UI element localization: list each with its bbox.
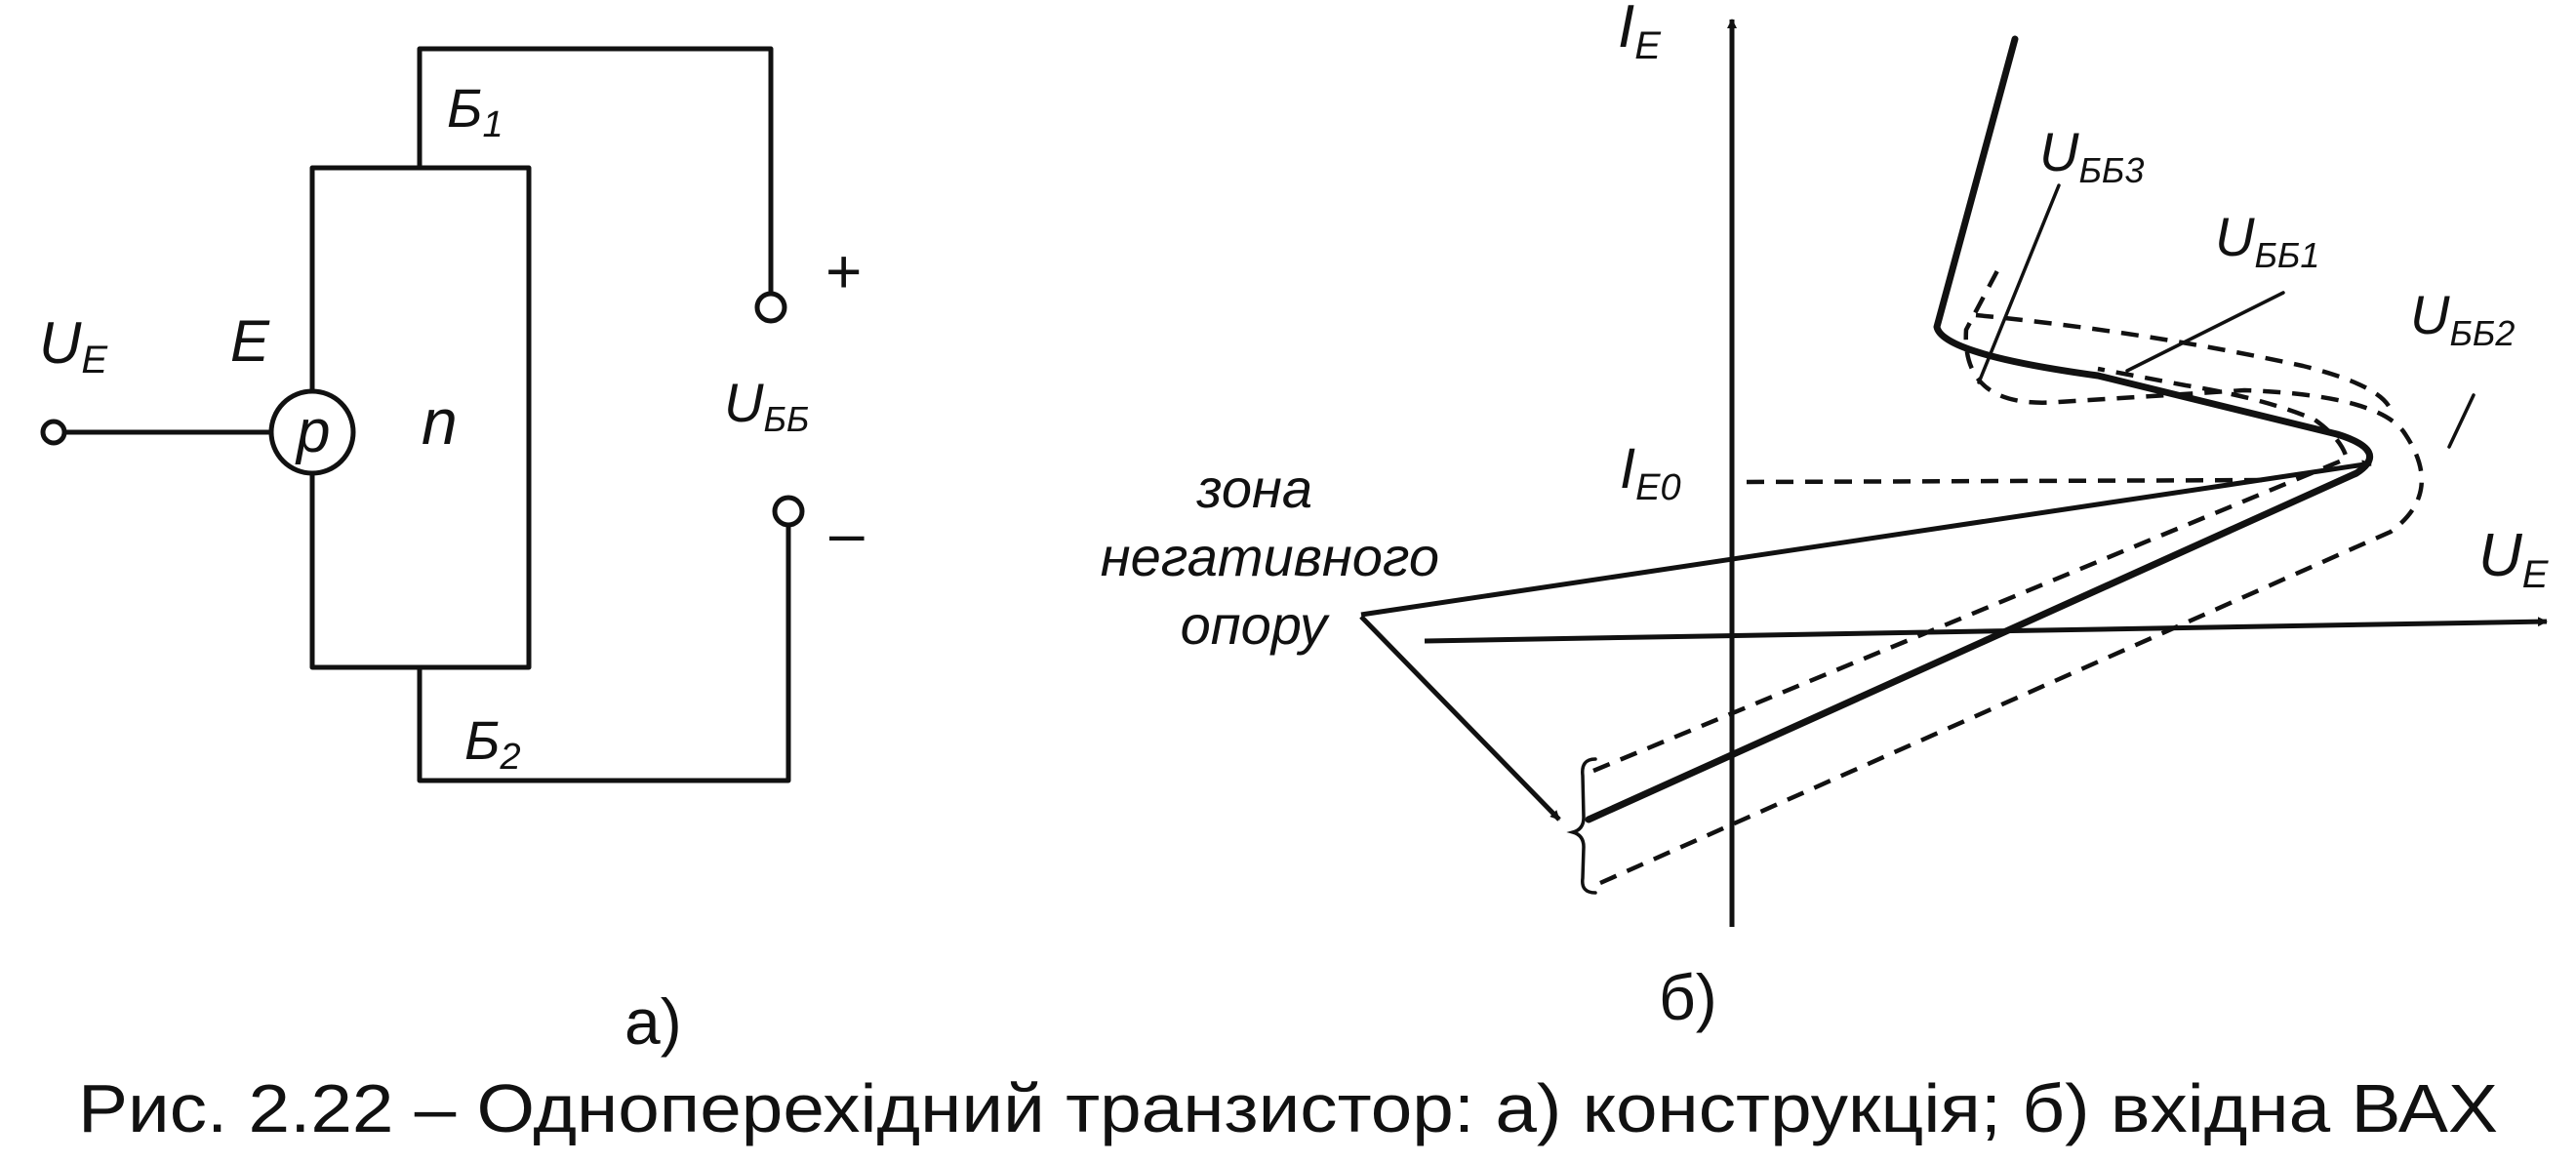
base1-wire <box>417 46 774 296</box>
curve-ubb2 <box>1599 260 2425 886</box>
voltage-brace <box>1566 757 1597 895</box>
plus-terminal <box>754 291 787 324</box>
n-region-label: n <box>422 385 458 458</box>
negative-zone-line-3: опору <box>1181 594 1330 656</box>
curve-label-ubb2: UББ2 <box>2410 284 2515 353</box>
pointer-ubb1 <box>2125 291 2285 373</box>
negative-zone-line-1: зона <box>1195 458 1312 519</box>
minus-sign: – <box>829 498 865 568</box>
curve-ubb3 <box>1592 366 2350 774</box>
base2-wire <box>417 522 791 783</box>
supply-voltage-label: UББ <box>724 372 809 439</box>
panel-b-characteristic: IE UE IE0 UББ3 UББ1 UББ2 <box>1101 0 2550 1033</box>
y-axis-label: IE <box>1618 0 1662 67</box>
curve-ubb1 <box>1585 35 2374 823</box>
emitter-terminal <box>40 419 67 446</box>
plus-sign: + <box>825 236 862 306</box>
x-axis-label: UE <box>2478 522 2550 596</box>
zone-arrow-to-peak <box>1360 460 2372 618</box>
pointer-ubb3 <box>1977 183 2061 384</box>
panel-a-construction: Б1 Б2 UE E p n + – UББ а) <box>39 46 865 1058</box>
emitter-label: E <box>230 308 270 374</box>
curve-label-ubb3: UББ3 <box>2039 121 2144 190</box>
base2-label: Б2 <box>464 709 521 778</box>
negative-zone-line-2: негативного <box>1101 526 1439 587</box>
panel-b-label: б) <box>1659 961 1717 1033</box>
emitter-voltage-label: UE <box>39 310 108 381</box>
base1-label: Б1 <box>447 77 503 145</box>
peak-current-dashed-line <box>1746 477 2274 485</box>
panel-a-label: а) <box>624 985 682 1058</box>
peak-current-label: IE0 <box>1620 437 1681 508</box>
zone-arrow-to-valley <box>1359 615 1561 822</box>
curve-label-ubb1: UББ1 <box>2215 206 2319 275</box>
pointer-ubb2 <box>2447 393 2475 449</box>
minus-terminal <box>772 495 805 528</box>
curve-ubb3-upper <box>1975 312 2394 412</box>
x-axis <box>1424 617 2548 644</box>
p-region-label: p <box>295 398 330 465</box>
figure-caption: Рис. 2.22 – Одноперехідний транзистор: а… <box>78 1070 2498 1146</box>
